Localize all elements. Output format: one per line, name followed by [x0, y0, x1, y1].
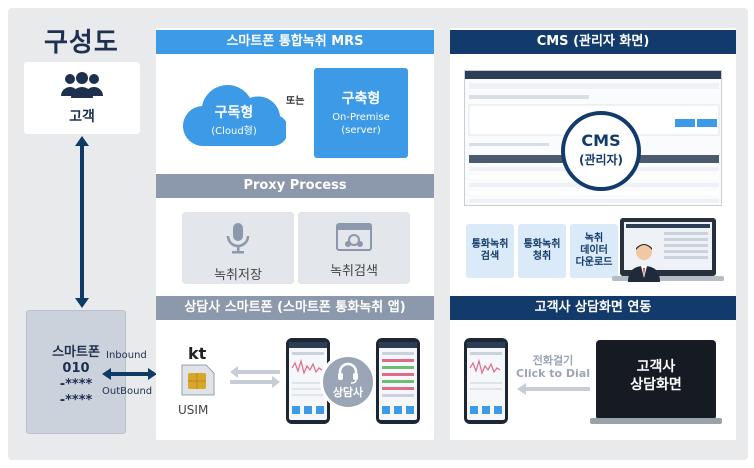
customer-screen-laptop: 고객사 상담화면: [596, 340, 716, 420]
arrow-left-icon: [102, 368, 111, 380]
proxy-tile-save: 녹취저장: [182, 212, 294, 284]
onpremise-title: 구축형: [341, 91, 381, 107]
phone-number-prefix: 010: [62, 361, 90, 376]
proxy-item-label: 녹취저장: [214, 268, 262, 283]
laptop-base: [590, 418, 722, 424]
feature-label: 통화녹취: [523, 239, 561, 250]
cms-screenshot: CMS (관리자): [464, 70, 722, 206]
arrow-up-icon: [75, 136, 89, 146]
customer-box: 고객: [24, 62, 140, 134]
subscription-sub: (Cloud형): [211, 126, 257, 137]
agent-circle: 상담사: [320, 354, 376, 410]
search-window-icon: [336, 223, 372, 251]
monitor-base: [612, 276, 724, 281]
arrow-left-icon: [517, 383, 590, 395]
customer-column: 고객 스마트폰 010 -**** -****: [24, 62, 140, 434]
phone-screen: [289, 342, 327, 420]
proxy-tile-search: 녹취검색: [298, 212, 410, 284]
connector-line: [108, 372, 150, 376]
dial-label-ko: 전화걸기: [532, 354, 574, 367]
subscription-title: 구독형: [214, 105, 254, 121]
cms-panel: CMS (관리자 화면) CMS (관리자) 통화녹취 검색: [450, 28, 736, 440]
feature-label: 녹취: [584, 233, 604, 244]
agent-phone-header: 상담사 스마트폰 (스마트폰 통화녹취 앱): [156, 296, 434, 320]
arrow-down-icon: [75, 298, 89, 308]
cms-header: CMS (관리자 화면): [450, 30, 736, 54]
double-arrow-icon: [230, 366, 280, 388]
headset-icon: [338, 362, 358, 384]
proxy-item-label: 녹취검색: [330, 264, 378, 279]
feature-label: 통화녹취: [471, 239, 509, 250]
usim-label: USIM: [178, 403, 209, 417]
integration-header: 고객사 상담화면 연동: [450, 296, 736, 320]
dial-label-en: Click to Dial: [516, 367, 591, 380]
phone-screen: [467, 342, 505, 420]
onpremise-sub2: (server): [341, 125, 381, 136]
customer-label: 고객: [69, 109, 95, 125]
cms-feature-search: 통화녹취 검색: [466, 224, 514, 278]
arrow-right-icon: [148, 368, 157, 380]
mrs-panel: 스마트폰 통합녹취 MRS 구독형 (Cloud형) 또는 구축형 On-Pre…: [156, 28, 434, 440]
click-to-dial: 전화걸기 Click to Dial: [516, 354, 590, 380]
inbound-label: Inbound: [106, 350, 147, 361]
laptop-label-2: 상담화면: [630, 377, 682, 393]
cloud-icon: [182, 85, 289, 147]
admin-person-icon: [628, 242, 660, 286]
laptop-label-1: 고객사: [636, 359, 676, 375]
usim-card: kt USIM: [178, 344, 228, 417]
or-label: 또는: [286, 96, 305, 107]
smartphone-label: 스마트폰: [52, 345, 100, 360]
inbound-outbound: Inbound OutBound: [102, 350, 158, 400]
cms-circle-sub: (관리자): [578, 153, 624, 167]
microphone-icon: [226, 223, 250, 254]
feature-label: 청취: [532, 251, 552, 262]
subscription-cloud: 구독형 (Cloud형): [182, 84, 289, 150]
feature-label: 검색: [480, 251, 500, 262]
sim-card-icon: [181, 364, 215, 396]
phone-number-mid: -****: [59, 377, 93, 392]
feature-label: 다운로드: [575, 257, 613, 268]
mrs-header: 스마트폰 통합녹취 MRS: [156, 30, 434, 54]
agent-label: 상담사: [332, 386, 364, 399]
agent-phone-2: [376, 338, 420, 424]
cms-feature-download: 녹취 데이터 다운로드: [570, 224, 618, 278]
cms-circle: CMS (관리자): [561, 111, 641, 191]
phone-screen: [379, 342, 417, 420]
outbound-label: OutBound: [102, 386, 153, 397]
customer-integration-phone: [464, 338, 508, 424]
connector-line: [80, 142, 84, 302]
people-icon: [24, 72, 140, 102]
feature-label: 데이터: [580, 245, 608, 256]
page-title: 구성도: [44, 28, 119, 58]
onpremise-sub1: On-Premise: [332, 112, 390, 123]
cms-feature-listen: 통화녹취 청취: [518, 224, 566, 278]
carrier-logo: kt: [188, 344, 207, 363]
cms-circle-title: CMS: [581, 131, 621, 150]
proxy-header: Proxy Process: [156, 174, 434, 198]
onpremise-box: 구축형 On-Premise (server): [314, 68, 408, 158]
phone-number-end: -****: [59, 393, 93, 408]
